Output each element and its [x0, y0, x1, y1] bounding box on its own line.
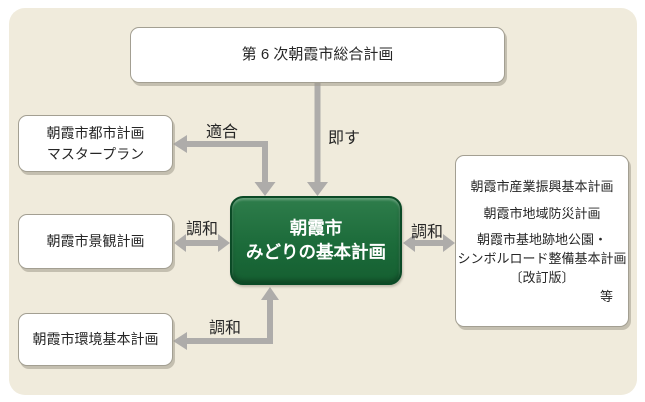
environment-plan-label: 朝霞市環境基本計画: [32, 331, 159, 348]
edge-label-conform: 適合: [205, 124, 238, 141]
arrow-conform: [173, 135, 276, 196]
related-plan-revised-edition: 〔改訂版〕: [509, 270, 575, 285]
box-urban-master-plan: 朝霞市都市計画 マスタープラン: [18, 115, 173, 172]
related-plan-disaster: 朝霞市地域防災計画: [483, 206, 601, 221]
arrow-harmony-bottom: [173, 287, 279, 350]
related-plan-base-park-line2: シンボルロード整備基本計画: [457, 251, 627, 266]
box-green-basic-plan: 朝霞市 みどりの基本計画: [230, 196, 402, 285]
green-basic-plan-line2: みどりの基本計画: [246, 241, 386, 262]
related-plan-industry: 朝霞市産業振興基本計画: [470, 179, 614, 194]
edge-label-follow: 即す: [327, 130, 360, 147]
box-related-plans: 朝霞市産業振興基本計画 朝霞市地域防災計画 朝霞市基地跡地公園・ シンボルロード…: [455, 155, 629, 327]
comprehensive-plan-label: 第 6 次朝霞市総合計画: [241, 46, 394, 64]
edge-label-harmony-right: 調和: [410, 224, 443, 241]
edge-label-harmony-left: 調和: [185, 221, 218, 238]
urban-master-plan-line1: 朝霞市都市計画: [46, 125, 145, 142]
arrow-harmony-left: [174, 234, 230, 252]
related-plan-base-park-line1: 朝霞市基地跡地公園・: [476, 232, 607, 247]
box-comprehensive-plan: 第 6 次朝霞市総合計画: [130, 27, 505, 83]
green-basic-plan-line1: 朝霞市: [289, 217, 343, 238]
landscape-plan-label: 朝霞市景観計画: [46, 233, 145, 250]
box-landscape-plan: 朝霞市景観計画: [18, 214, 173, 269]
urban-master-plan-line2: マスタープラン: [46, 145, 145, 162]
arrow-follow: [307, 83, 328, 196]
edge-label-harmony-bottom: 調和: [208, 320, 241, 337]
related-plans-etc: 等: [599, 289, 613, 304]
arrow-harmony-right: [403, 234, 455, 252]
box-environment-plan: 朝霞市環境基本計画: [18, 313, 173, 366]
